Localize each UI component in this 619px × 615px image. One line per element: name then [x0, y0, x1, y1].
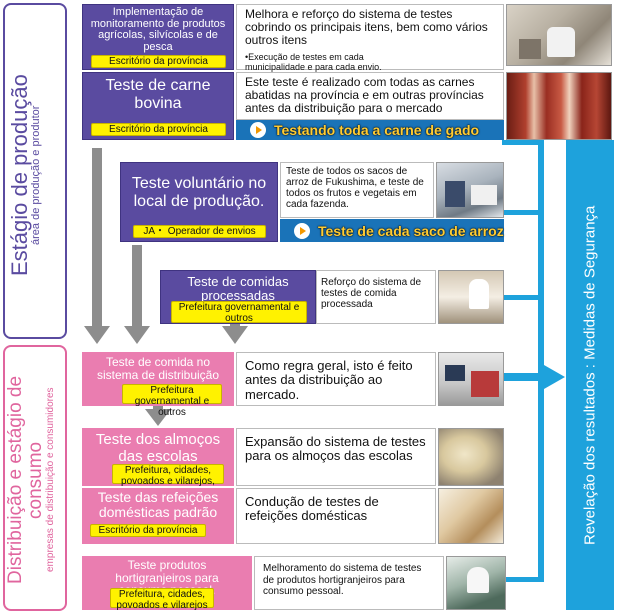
results-panel — [566, 140, 614, 610]
voluntary-test-tag: JA・ Operador de envios — [133, 225, 266, 238]
produce-test-box: Teste produtos hortigranjeiros para cons… — [82, 556, 252, 611]
result-branch-3 — [502, 295, 544, 300]
arrow-shaft-2 — [132, 245, 142, 326]
distribution-test-desc-text: Como regra geral, isto é feito antes da … — [245, 358, 413, 402]
school-lunch-test-box: Teste dos almoços das escolas Prefeitura… — [82, 428, 234, 498]
produce-test-desc: Melhoramento do sistema de testes de pro… — [254, 556, 444, 610]
distribution-stage-panel — [3, 345, 67, 611]
beef-test-tag: Escritório da província — [91, 123, 226, 136]
arrow-head-4 — [145, 409, 171, 426]
arrow-shaft-3 — [230, 322, 240, 326]
beef-carcass-photo — [506, 72, 612, 140]
home-meal-test-box: Teste das refeições domésticas padrão Es… — [82, 488, 234, 544]
produce-test-desc-text: Melhoramento do sistema de testes de pro… — [263, 563, 422, 597]
beef-test-desc-text: Este teste é realizado com todas as carn… — [245, 75, 484, 116]
lab-photo-1 — [506, 4, 612, 66]
rice-test-banner-text: Teste de cada saco de arroz — [318, 222, 504, 239]
rice-test-photo — [436, 162, 504, 218]
distribution-test-desc: Como regra geral, isto é feito antes da … — [236, 352, 436, 406]
play-icon — [250, 122, 266, 138]
school-lunch-test-title: Teste dos almoços das escolas — [95, 431, 221, 465]
voluntary-test-desc-text: Teste de todos os sacos de arroz de Fuku… — [286, 166, 424, 210]
processed-food-photo — [438, 270, 504, 324]
processed-test-desc: Reforço do sistema de testes de comida p… — [316, 270, 436, 324]
result-branch-2 — [502, 210, 544, 215]
distribution-test-photo — [438, 352, 504, 406]
distribution-test-title: Teste de comida no sistema de distribuiç… — [96, 355, 220, 382]
beef-test-desc: Este teste é realizado com todas as carn… — [236, 72, 504, 120]
result-main-arrow-head — [544, 365, 565, 389]
result-trunk — [538, 140, 544, 582]
play-icon-2 — [294, 222, 310, 239]
result-branch-4 — [495, 577, 544, 582]
distribution-test-tag: Prefeitura governamental e outros — [122, 384, 222, 418]
result-main-arrow-shaft — [498, 373, 544, 381]
monitoring-test-desc-text: Melhora e reforço do sistema de testes c… — [245, 7, 488, 48]
voluntary-test-desc: Teste de todos os sacos de arroz de Fuku… — [280, 162, 434, 218]
beef-test-banner-text: Testando toda a carne de gado — [274, 122, 480, 138]
processed-test-title: Teste de comidas processadas — [187, 274, 289, 303]
arrow-head-2 — [124, 326, 150, 344]
arrow-head-3 — [222, 326, 248, 344]
beef-test-title: Teste de carne bovina — [105, 77, 211, 112]
results-label: Revelação dos resultados : Medidas de Se… — [581, 205, 599, 545]
produce-test-photo — [446, 556, 506, 610]
production-stage-panel — [3, 3, 67, 339]
school-lunch-photo — [438, 428, 504, 486]
distribution-test-box: Teste de comida no sistema de distribuiç… — [82, 352, 234, 418]
processed-test-tag: Prefeitura governamental e outros — [171, 301, 307, 324]
voluntary-test-box: Teste voluntário no local de produção. J… — [120, 162, 278, 242]
monitoring-test-desc: Melhora e reforço do sistema de testes c… — [236, 4, 504, 72]
home-meal-test-desc: Condução de testes de refeições doméstic… — [236, 488, 436, 544]
beef-test-box: Teste de carne bovina Escritório da prov… — [82, 72, 234, 140]
home-meal-test-tag: Escritório da província — [90, 524, 206, 537]
monitoring-test-desc-bullet: •Execução de testes em cada municipalida… — [245, 51, 382, 72]
school-lunch-test-tag: Prefeitura, cidades, povoados e vilarejo… — [112, 464, 224, 498]
produce-test-tag: Prefeitura, cidades, povoados e vilarejo… — [110, 588, 214, 611]
school-lunch-test-desc-text: Expansão do sistema de testes para os al… — [245, 434, 426, 464]
monitoring-test-title: Implementação de monitoramento de produt… — [90, 6, 226, 53]
school-lunch-test-desc: Expansão do sistema de testes para os al… — [236, 428, 436, 486]
home-meal-photo — [438, 488, 504, 544]
processed-test-box: Teste de comidas processadas Prefeitura … — [160, 270, 316, 324]
rice-test-banner: Teste de cada saco de arroz — [280, 219, 504, 242]
monitoring-test-tag: Escritório da província — [91, 55, 226, 68]
monitoring-test-box: Implementação de monitoramento de produt… — [82, 4, 234, 70]
arrow-shaft-1 — [92, 148, 102, 326]
home-meal-test-desc-text: Condução de testes de refeições doméstic… — [245, 494, 379, 524]
beef-test-banner: Testando toda a carne de gado — [236, 120, 504, 140]
result-branch-1 — [502, 140, 544, 145]
home-meal-test-title: Teste das refeições domésticas padrão — [97, 489, 219, 521]
arrow-shaft-4 — [153, 405, 163, 409]
voluntary-test-title: Teste voluntário no local de produção. — [131, 175, 267, 210]
arrow-head-1 — [84, 326, 110, 344]
processed-test-desc-text: Reforço do sistema de testes de comida p… — [321, 277, 422, 310]
